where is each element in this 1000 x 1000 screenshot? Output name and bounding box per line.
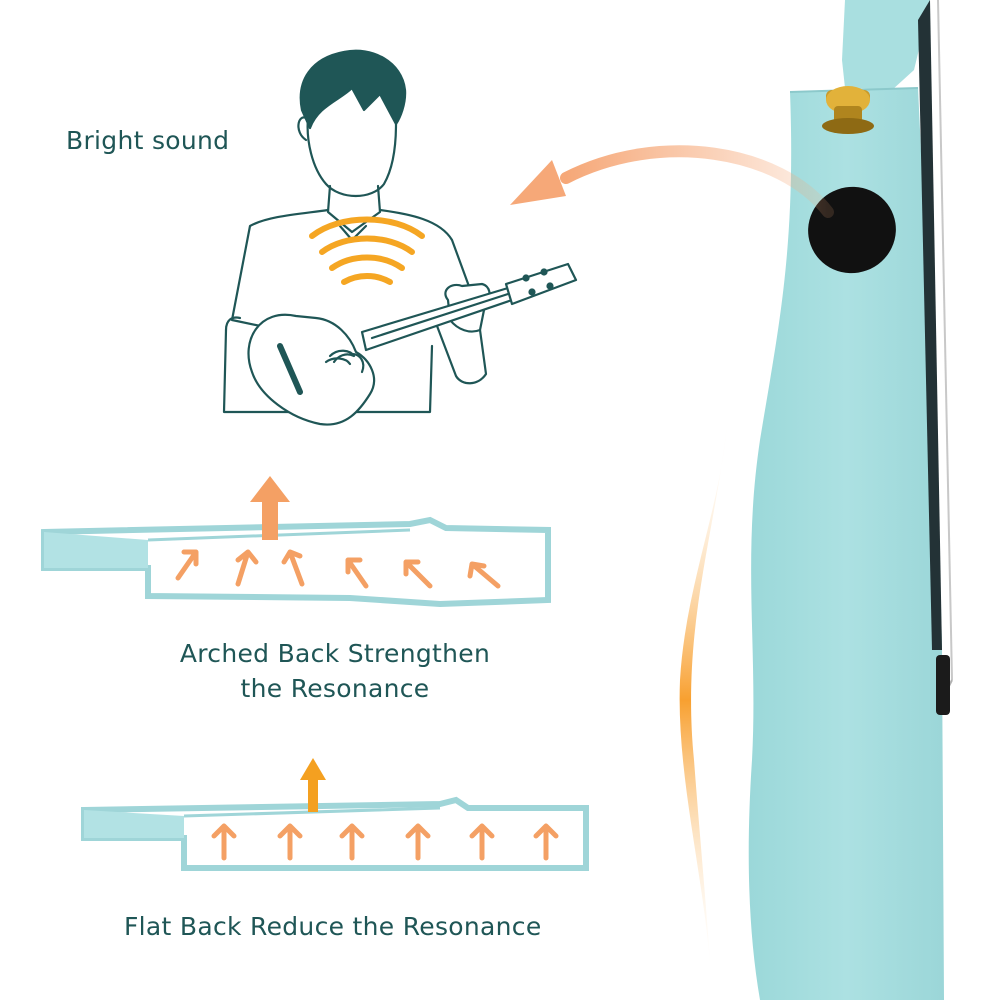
arched-back-diagram [41,476,551,608]
strap-button [822,86,874,134]
sound-wave-icon [309,216,425,285]
arched-back-caption: Arched Back Strengthen the Resonance [100,636,570,706]
resonance-glow [679,410,728,990]
arched-caption-line-1: Arched Back Strengthen [179,639,491,668]
ukulele-side-view [748,0,953,1000]
person-playing-ukulele-icon [222,49,578,426]
bright-sound-label: Bright sound [66,126,230,155]
curved-arrow [510,145,834,218]
flat-back-diagram [81,758,589,871]
flat-back-caption: Flat Back Reduce the Resonance [124,912,542,941]
up-arrow-icon [250,476,290,540]
up-arrow-icon [300,758,326,812]
arched-caption-line-2: the Resonance [240,674,430,703]
